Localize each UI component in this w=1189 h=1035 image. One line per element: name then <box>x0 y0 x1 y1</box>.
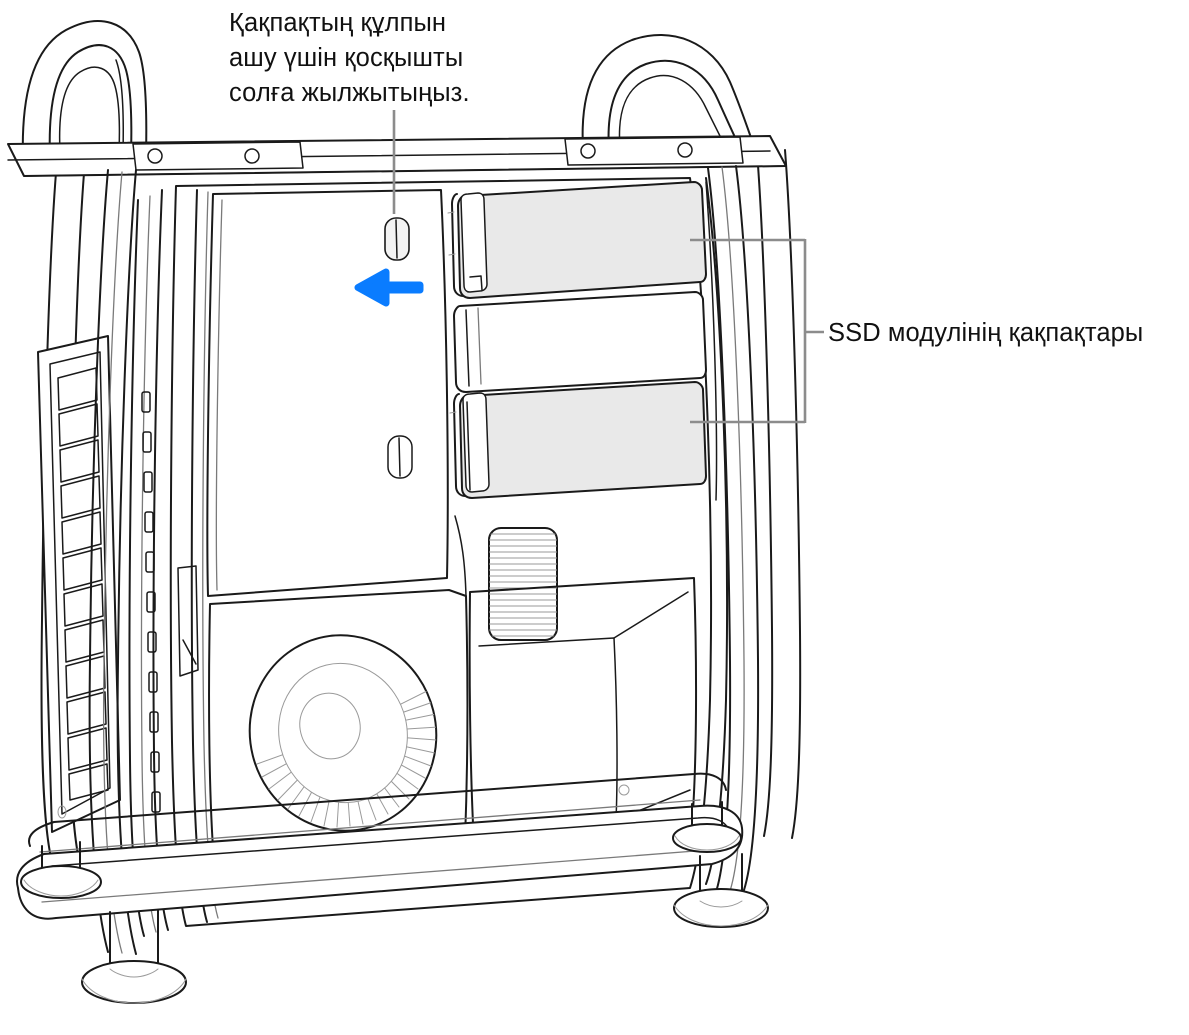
foot-front-left <box>81 909 187 1004</box>
ssd-cover-top <box>447 181 707 299</box>
blower-fan <box>248 634 439 832</box>
foot-rear-left <box>20 841 102 899</box>
top-rail <box>7 135 787 177</box>
top-left-handle <box>21 20 148 161</box>
callout-label-ssd-covers: SSD модулінің қақпақтары <box>828 319 1144 347</box>
lid-left-edge <box>128 189 169 937</box>
foot-rear-right <box>672 801 742 853</box>
callout-label-latch: Қақпақтың құлпын ашу үшін қосқышты солға… <box>229 9 470 107</box>
foot-front-right <box>673 853 769 928</box>
direction-arrow-left <box>354 268 424 307</box>
base-frame <box>16 772 744 920</box>
fan-blades <box>256 662 439 828</box>
callout-leader-ssd-bracket <box>690 238 824 424</box>
side-tab <box>177 565 199 677</box>
lid-panel <box>206 189 449 597</box>
ssd-bay-area <box>447 181 718 501</box>
grille-slats <box>489 533 557 637</box>
ssd-bay-middle <box>453 291 707 393</box>
lower-lid-latch <box>387 435 413 479</box>
internal-vent-grille <box>488 527 558 641</box>
top-right-handle <box>581 34 758 155</box>
lid-vent-dashes <box>141 391 161 813</box>
upper-lid-latch <box>384 217 410 261</box>
rear-io-port-panel <box>37 335 121 833</box>
ssd-cover-bottom <box>449 381 707 499</box>
io-slots <box>57 367 109 801</box>
